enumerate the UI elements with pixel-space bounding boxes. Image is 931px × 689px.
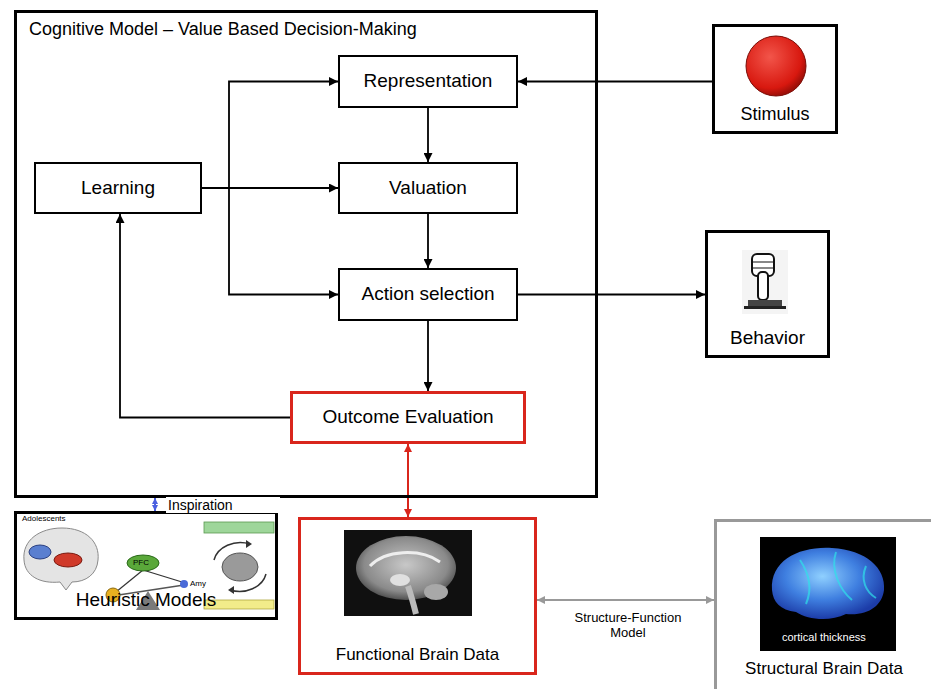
stimulus-ball: [746, 36, 806, 96]
button-press-icon-part: [744, 306, 786, 309]
adolescent-brain-picture: [24, 528, 98, 590]
interaction-brain-picture-part: [228, 540, 252, 594]
box-label: Stimulus: [740, 104, 809, 126]
connector-label: Structure-Function Model: [565, 611, 691, 641]
mri-picture-part: [424, 584, 448, 600]
balance-model-picture-part: [116, 570, 143, 592]
balance-model-picture-part: [127, 555, 159, 571]
connector-arrow: [407, 444, 409, 517]
mri-picture-part: [408, 586, 416, 614]
cortical-thickness-picture-part: [772, 548, 884, 619]
button-press-icon-part: [753, 262, 773, 268]
balance-model-picture-part: [143, 570, 182, 582]
region-label: PFC: [133, 558, 149, 567]
stimulus-box: Stimulus: [712, 24, 838, 134]
process-box: Representation: [338, 55, 518, 108]
box-label: Heuristic Models: [76, 589, 216, 612]
connector-arrow: [202, 188, 338, 295]
box-label: Valuation: [389, 177, 467, 200]
connector-arrow: [518, 294, 705, 296]
adolescent-brain-picture-part: [29, 545, 51, 559]
mri-picture-part: [356, 536, 456, 600]
connector-arrow: [427, 321, 429, 391]
cortical-thickness-picture: [760, 537, 896, 651]
box-label: Learning: [81, 177, 155, 200]
mri-picture-part: [370, 553, 440, 566]
frame-heading: Cognitive Model – Value Based Decision-M…: [29, 19, 417, 41]
connector-arrow: [154, 498, 156, 511]
button-press-icon: [742, 250, 788, 314]
box-label: Structural Brain Data: [745, 659, 903, 679]
connector-arrow: [202, 82, 338, 189]
button-press-icon-part: [742, 250, 788, 314]
behavior-box: Behavior: [705, 230, 830, 358]
balance-model-picture-part: [180, 580, 188, 588]
box-label: Representation: [364, 70, 493, 93]
mri-picture: [344, 530, 472, 616]
adolescent-brain-picture-part: [54, 553, 82, 567]
connector-arrow: [537, 599, 714, 601]
cortical-thickness-picture-part: [800, 552, 876, 604]
adolescent-brain-picture-part: [24, 528, 98, 590]
interaction-brain-picture-part: [214, 543, 250, 560]
connector-arrow: [518, 81, 712, 83]
interaction-brain-picture-part: [204, 522, 274, 533]
box-label: Action selection: [361, 283, 494, 306]
interaction-brain-picture-part: [230, 574, 266, 591]
highlighted-process-box: Outcome Evaluation: [290, 391, 526, 444]
connector-arrow: [427, 214, 429, 268]
process-box: Valuation: [338, 162, 518, 214]
connector-label: Inspiration: [166, 497, 280, 513]
stimulus-ball-part: [746, 36, 806, 96]
cortical-thickness-picture-part: [760, 537, 896, 651]
button-press-icon-part: [758, 272, 768, 300]
interaction-brain-picture-part: [222, 553, 258, 581]
process-box: Learning: [34, 162, 202, 214]
mri-picture-part: [390, 574, 410, 586]
connector-arrow: [427, 108, 429, 162]
picture-caption: Adolescents: [22, 514, 66, 523]
data-box: Functional Brain Data: [298, 517, 537, 675]
connector-arrow: [120, 214, 290, 418]
box-label: Behavior: [730, 327, 805, 350]
process-box: Action selection: [338, 268, 518, 321]
box-label: Functional Brain Data: [336, 645, 499, 665]
model-frame: RepresentationLearning ValuationAction se…: [14, 10, 598, 498]
data-box: Structural Brain Data: [714, 519, 931, 689]
box-label: Outcome Evaluation: [322, 406, 493, 429]
region-label: Amy: [190, 579, 206, 588]
mri-picture-part: [344, 530, 472, 616]
button-press-icon-part: [748, 300, 782, 306]
picture-caption: cortical thickness: [782, 631, 866, 644]
